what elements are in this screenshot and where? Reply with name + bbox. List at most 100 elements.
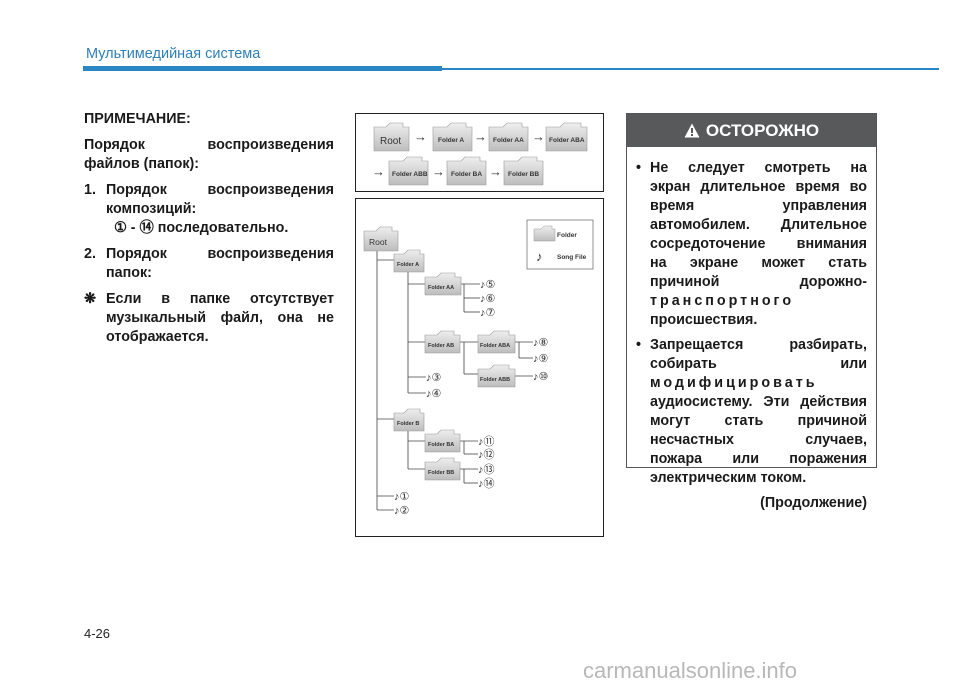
page-number: 4-26 [84,626,111,641]
warning-title: ОСТОРОЖНО [705,120,820,140]
svg-text:Folder BB: Folder BB [428,470,454,476]
tree-folder-aba: Folder ABA [477,330,516,354]
song-8: ♪⑧ [533,337,549,349]
tree-folder-aa: Folder AA [424,272,462,296]
svg-text:Folder A: Folder A [438,137,464,144]
tree-folder-bb: Folder BB [424,457,461,481]
warning-box: ОСТОРОЖНО • Не следует смотреть на экран… [626,113,877,511]
warning-b1-line6: на экране может стать [650,255,867,271]
section-title: Мультимедийная система [86,46,261,62]
song-5: ♪⑤ [480,279,496,291]
note-order-line2: файлов (папок): [84,156,200,172]
note-block: ПРИМЕЧАНИЕ: Порядок воспроизведения файл… [84,110,334,354]
svg-text:Folder AA: Folder AA [428,285,454,291]
svg-text:Folder BB: Folder BB [508,171,539,178]
tree-songs: ♪⑤ ♪⑥ ♪⑦ ♪⑧ ♪⑨ ♪⑩ ♪③ ♪④ ♪⑪ ♪⑫ ♪⑬ ♪⑭ ♪① ♪… [394,279,549,517]
note-item-1-number: 1. [84,182,96,198]
warning-b1-line2: экран длительное время во [650,179,867,195]
warning-b2-line7: пожара или поражения [650,451,867,467]
tree-folder-a: Folder A [393,249,425,273]
tree-legend: Folder ♪ Song File [526,219,594,270]
tree-folder-abb: Folder ABB [477,364,516,388]
order-arrow: → [432,164,445,179]
song-7: ♪⑦ [480,307,496,319]
svg-text:Folder B: Folder B [397,421,419,427]
svg-text:Song File: Song File [557,254,587,261]
warning-b2-line2: собирать или [650,356,867,372]
folder-order-diagram: Root → Folder A → Folder AA → Folder ABA… [355,113,604,192]
order-arrow: → [372,164,385,179]
warning-b1-line1: Не следует смотреть на [650,160,867,176]
order-folder-aa: Folder AA [488,122,529,152]
svg-text:Folder BA: Folder BA [428,442,454,448]
warning-b1-line9: происшествия. [650,312,758,328]
svg-text:Folder ABA: Folder ABA [480,343,510,349]
note-order-line1: Порядок воспроизведения [84,137,334,153]
bullet-icon: • [636,337,642,353]
song-3: ♪③ [426,372,442,384]
tree-folder-b: Folder B [393,408,425,432]
note-heading: ПРИМЕЧАНИЕ: [84,111,191,127]
warning-b1-line3: время управления [650,198,867,214]
order-arrow: → [532,129,545,144]
order-folder-bb: Folder BB [503,156,544,186]
warning-b2-line4: аудиосистему. Эти действия [650,394,867,410]
warning-b1-line5: сосредоточение внимания [650,236,867,252]
song-10: ♪⑩ [533,371,549,383]
song-13: ♪⑬ [478,463,495,476]
tree-root: Root [363,226,399,252]
note-item-1-line1: Порядок воспроизведения [106,182,334,198]
note-item-1: 1. Порядок воспроизведения композиций: ①… [84,181,334,238]
svg-text:Folder: Folder [557,232,577,239]
warning-b2-line8: электрическим током. [650,470,807,486]
note-item-3: ❋ Если в папке отсутствует музыкальный ф… [84,290,334,347]
warning-bullet-2: • Запрещается разбирать, собирать или мо… [636,336,867,488]
continued-label: (Продолжение) [760,495,867,511]
header-rule-thin [442,68,939,70]
asterisk-icon: ❋ [84,291,96,307]
song-1: ♪① [394,491,410,503]
note-item-2-number: 2. [84,246,96,262]
svg-text:Root: Root [380,136,401,147]
order-arrow: → [414,129,427,144]
song-14: ♪⑭ [478,477,495,490]
note-item-3-line1: Если в папке отсутствует [106,291,334,307]
order-folder-aba: Folder ABA [545,122,588,152]
song-6: ♪⑥ [480,293,496,305]
header-rule-thick [83,66,442,71]
warning-b2-line1: Запрещается разбирать, [650,337,867,353]
note-item-2-line2: папок: [106,265,152,281]
note-item-1-line2: композиций: [106,201,197,217]
warning-triangle-icon [684,123,700,138]
warning-b2-line5: могут стать причиной [650,413,867,429]
bullet-icon: • [636,160,642,176]
svg-text:Folder ABB: Folder ABB [392,171,428,178]
svg-text:Folder A: Folder A [397,262,419,268]
tree-folder-ba: Folder BA [424,429,461,453]
note-item-3-line2: музыкальный файл, она не [106,310,334,326]
music-note-icon: ♪ [536,249,543,264]
warning-b2-line6: несчастных случаев, [650,432,867,448]
order-arrow: → [474,129,487,144]
note-item-2: 2. Порядок воспроизведения папок: [84,245,334,283]
tree-connectors [376,249,533,511]
svg-text:Folder AB: Folder AB [428,343,454,349]
svg-text:Folder AA: Folder AA [493,137,524,144]
warning-b1-line7: причиной дорожно- [650,274,867,290]
warning-body: • Не следует смотреть на экран длительно… [627,147,876,513]
warning-b1-line8: транспортного [650,293,795,309]
order-root: Root [373,122,410,152]
order-folder-a: Folder A [432,122,473,152]
song-9: ♪⑨ [533,353,549,365]
song-12: ♪⑫ [478,448,495,461]
order-folder-ba: Folder BA [446,156,487,186]
note-item-3-line3: отображается. [106,329,209,345]
svg-text:Root: Root [369,237,388,247]
watermark: carmanualsonline.info [583,658,798,683]
order-arrow: → [489,164,502,179]
order-folder-abb: Folder ABB [388,156,429,186]
warning-b2-line3: модифицировать [650,375,818,391]
song-2: ♪② [394,505,410,517]
tree-folder-ab: Folder AB [424,330,461,354]
note-item-2-line1: Порядок воспроизведения [106,246,334,262]
